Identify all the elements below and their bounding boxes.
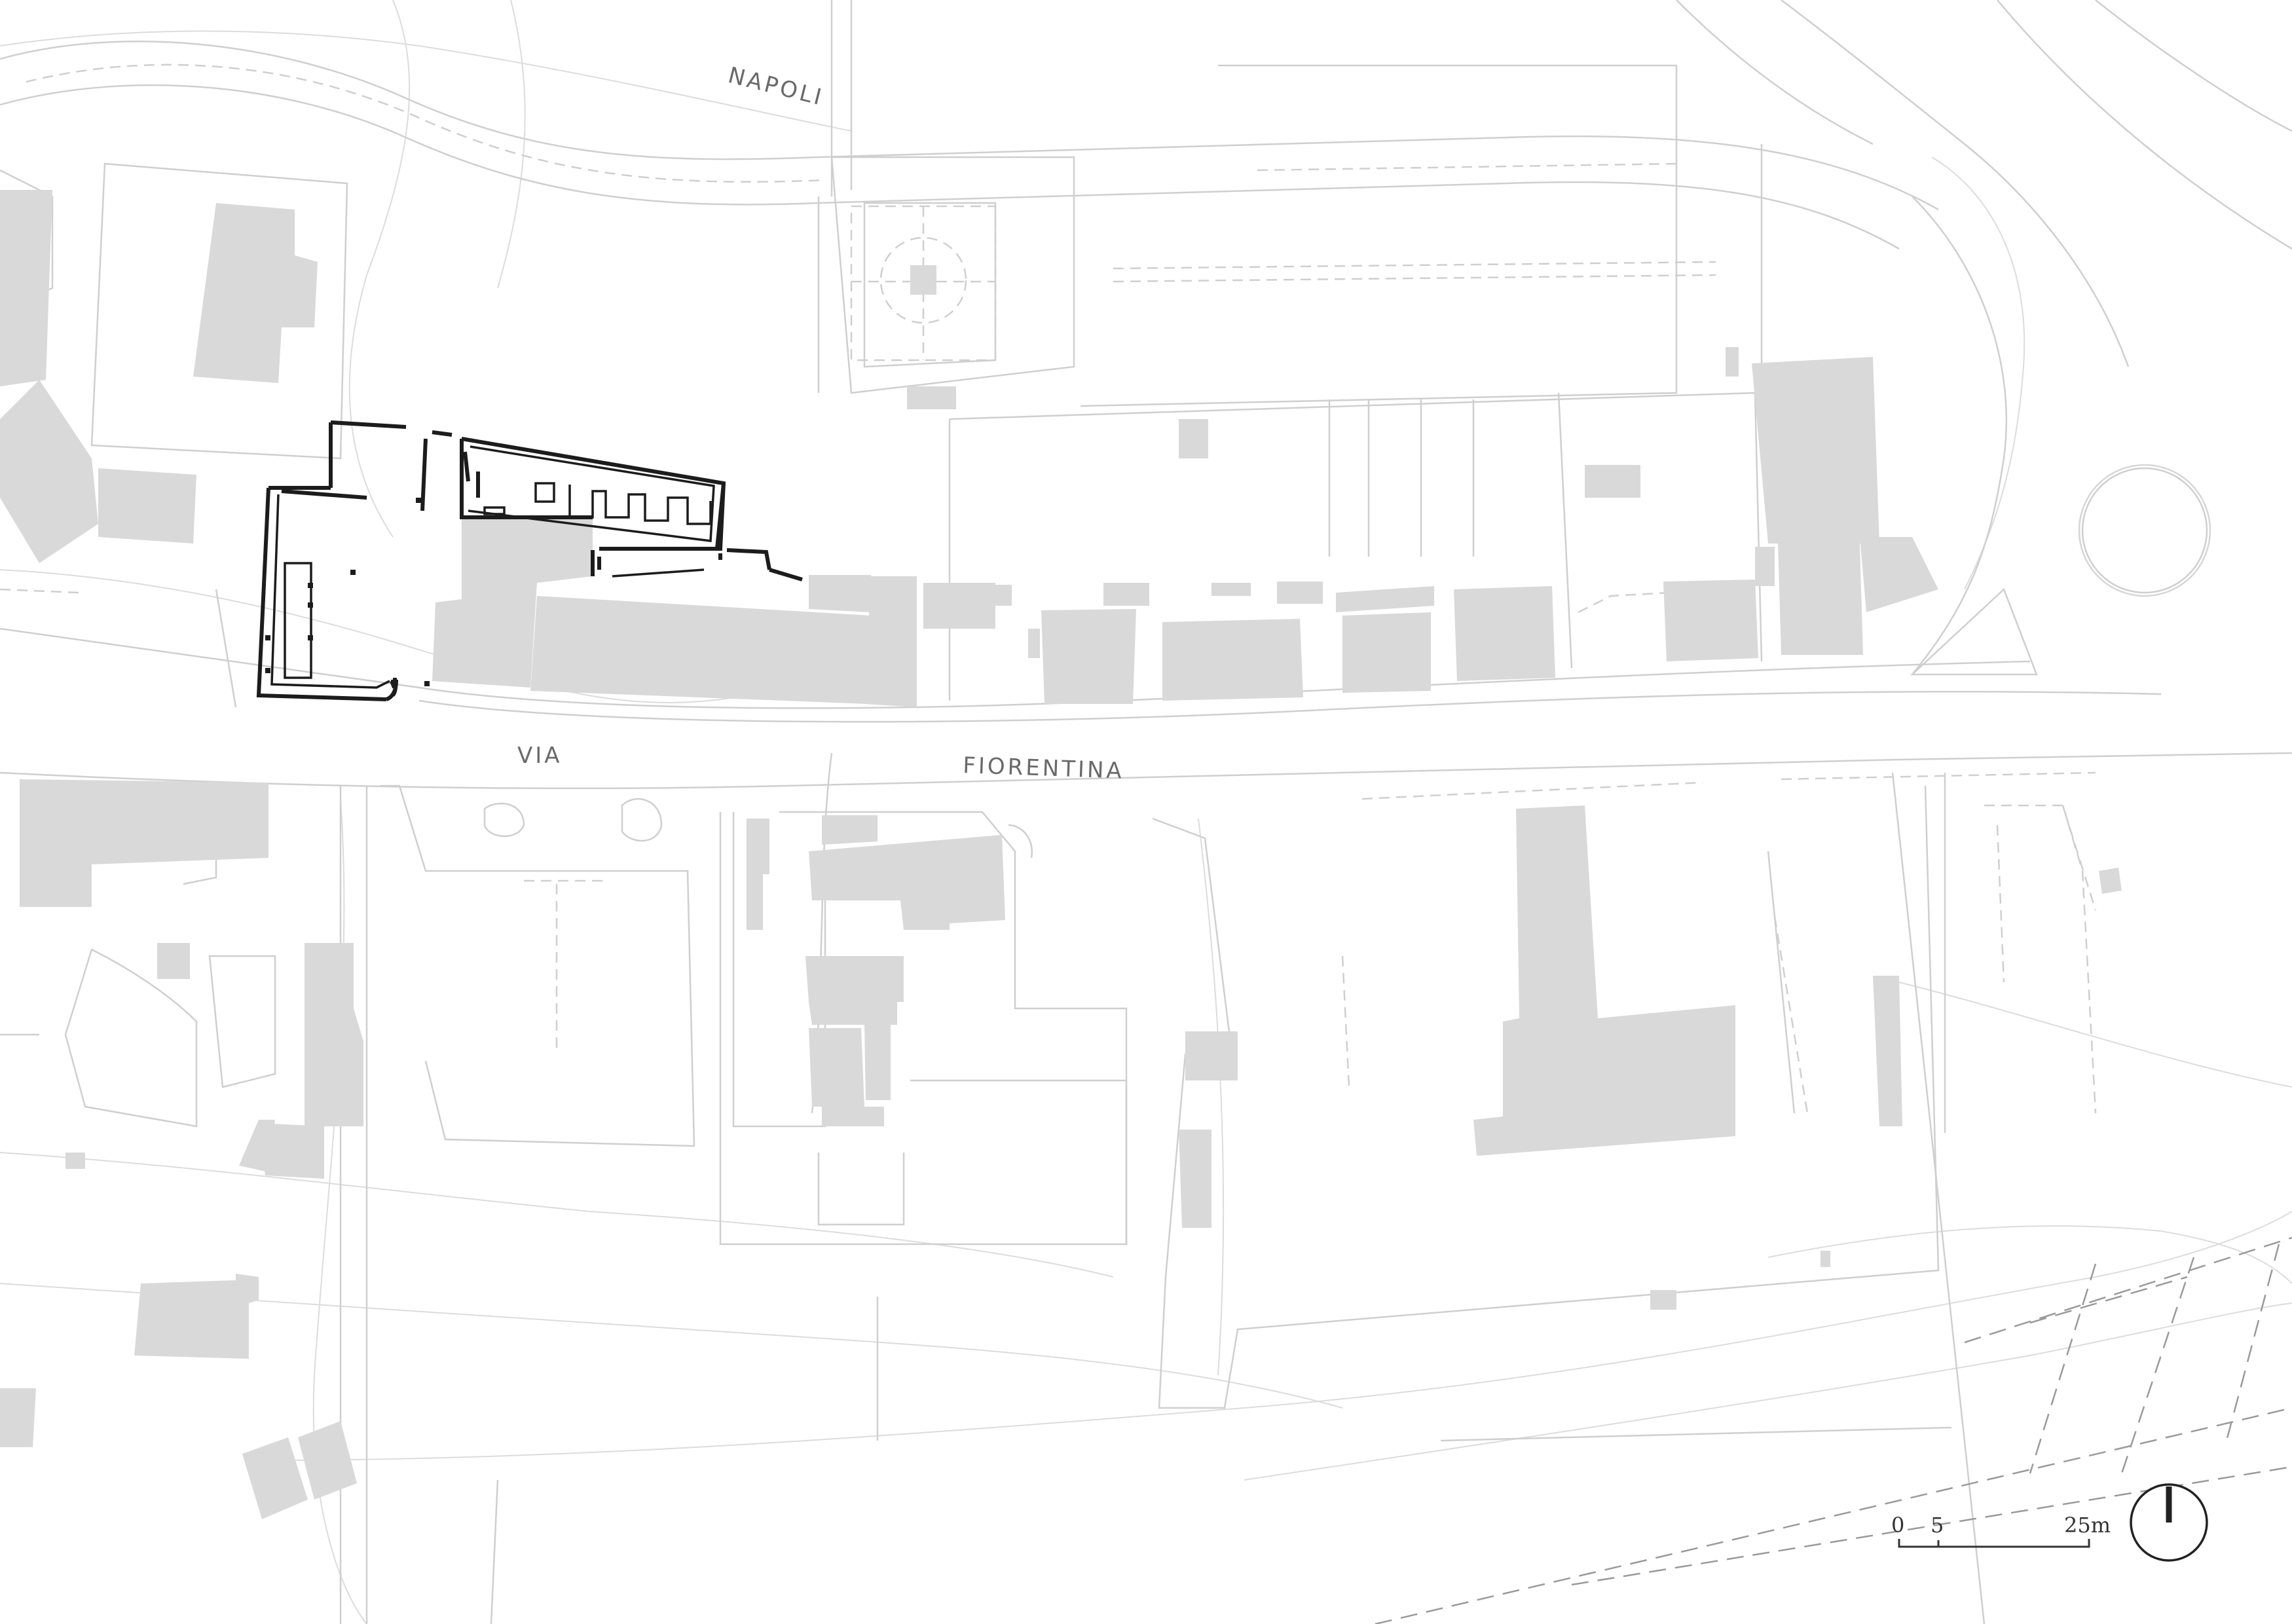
building (1650, 1290, 1676, 1310)
building (864, 1025, 891, 1100)
scale-label-5: 5 (1931, 1513, 1944, 1538)
scale-label-0: 0 (1891, 1513, 1904, 1538)
building (1726, 347, 1739, 377)
building (157, 943, 190, 979)
scale-label-25m: 25m (2064, 1513, 2111, 1538)
building (0, 190, 52, 386)
building (864, 576, 917, 707)
building (1821, 1251, 1830, 1267)
plot-boundaries (0, 64, 1952, 1624)
building (134, 1274, 259, 1359)
building (1663, 580, 1758, 661)
street-label-via: VIA (517, 743, 563, 769)
building (822, 1107, 884, 1126)
building (0, 1388, 36, 1447)
building (1752, 357, 1879, 544)
building (239, 1120, 275, 1172)
building (1860, 537, 1938, 612)
building (809, 835, 1005, 930)
building (995, 585, 1012, 606)
courtyard-square (850, 205, 997, 361)
building (432, 517, 593, 688)
building (65, 1153, 85, 1169)
building (1755, 547, 1775, 586)
building (1342, 612, 1431, 693)
building (0, 380, 98, 563)
building (298, 1421, 357, 1500)
building (1179, 419, 1208, 458)
building (1162, 619, 1303, 701)
building (1473, 805, 1735, 1156)
building (2099, 868, 2122, 894)
building (1185, 1031, 1238, 1080)
building (1585, 465, 1640, 498)
building (747, 819, 769, 874)
building (530, 596, 871, 704)
building (1778, 544, 1863, 655)
building (259, 1123, 324, 1179)
building (822, 815, 878, 845)
building (1454, 586, 1555, 681)
north-arrow-icon (2130, 1483, 2208, 1562)
building (305, 1008, 363, 1126)
building (98, 468, 196, 544)
building (923, 583, 995, 629)
building (1336, 586, 1434, 612)
dashed-lines (0, 162, 2292, 1624)
building (747, 874, 763, 930)
building (20, 779, 268, 907)
building (242, 1437, 308, 1519)
building (809, 575, 871, 612)
street-label-napoli: NAPOLI (726, 62, 826, 111)
building (1103, 583, 1149, 606)
building (809, 1028, 864, 1107)
building (1873, 976, 1902, 1126)
building (907, 386, 956, 409)
building (1211, 583, 1251, 596)
project-building (256, 420, 803, 701)
building (805, 956, 904, 1002)
building (1041, 609, 1136, 704)
building (193, 203, 318, 383)
building (305, 943, 354, 1008)
buildings (0, 190, 2122, 1519)
scale-bar: 0 5 25m (1891, 1513, 2111, 1548)
building (1179, 1130, 1211, 1228)
building (1277, 581, 1323, 604)
building (809, 1002, 897, 1025)
building (1028, 629, 1040, 658)
street-label-fiorentina: FIORENTINA (963, 752, 1125, 784)
